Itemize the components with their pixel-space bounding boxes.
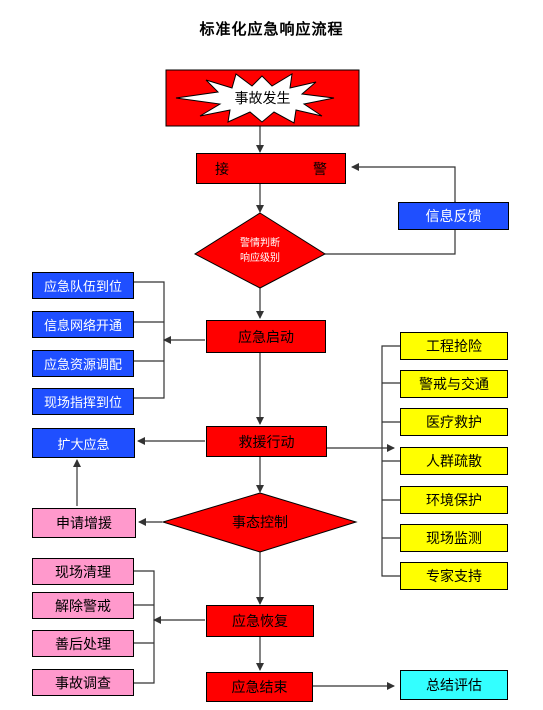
incident-label: 事故发生: [234, 91, 291, 107]
yellow-item: 现场监测: [400, 524, 508, 552]
pink-item: 善后处理: [32, 630, 134, 657]
alarm-label-left: 接: [215, 161, 229, 178]
judge-label-line2: 响应级别: [240, 253, 280, 264]
pink-item: 解除警戒: [32, 592, 134, 619]
alarm-label-right: 警: [313, 161, 327, 178]
end-box: 应急结束: [206, 672, 313, 702]
alarm-box: 接 警: [196, 153, 346, 184]
recover-box: 应急恢复: [206, 605, 314, 637]
expand-box: 扩大应急: [32, 428, 135, 458]
pink-item: 现场清理: [32, 558, 134, 585]
pink-item: 事故调查: [32, 669, 134, 696]
summary-box: 总结评估: [400, 670, 508, 700]
yellow-item: 医疗救护: [400, 408, 508, 436]
yellow-item: 专家支持: [400, 562, 508, 590]
blue-item: 应急队伍到位: [32, 272, 134, 299]
blue-item: 现场指挥到位: [32, 388, 134, 415]
start-box: 应急启动: [206, 320, 326, 353]
judge-label: 警情判断 响应级别: [210, 236, 310, 266]
request-box: 申请增援: [32, 508, 136, 538]
blue-item: 应急资源调配: [32, 350, 134, 377]
feedback-box: 信息反馈: [398, 202, 509, 230]
yellow-item: 人群疏散: [400, 447, 508, 475]
control-label: 事态控制: [232, 515, 288, 531]
yellow-item: 工程抢险: [400, 332, 508, 360]
blue-item: 信息网络开通: [32, 311, 134, 338]
yellow-item: 警戒与交通: [400, 370, 508, 398]
yellow-item: 环境保护: [400, 486, 508, 514]
rescue-box: 救援行动: [206, 426, 327, 457]
page-title: 标准化应急响应流程: [199, 20, 344, 38]
judge-label-line1: 警情判断: [240, 238, 280, 249]
